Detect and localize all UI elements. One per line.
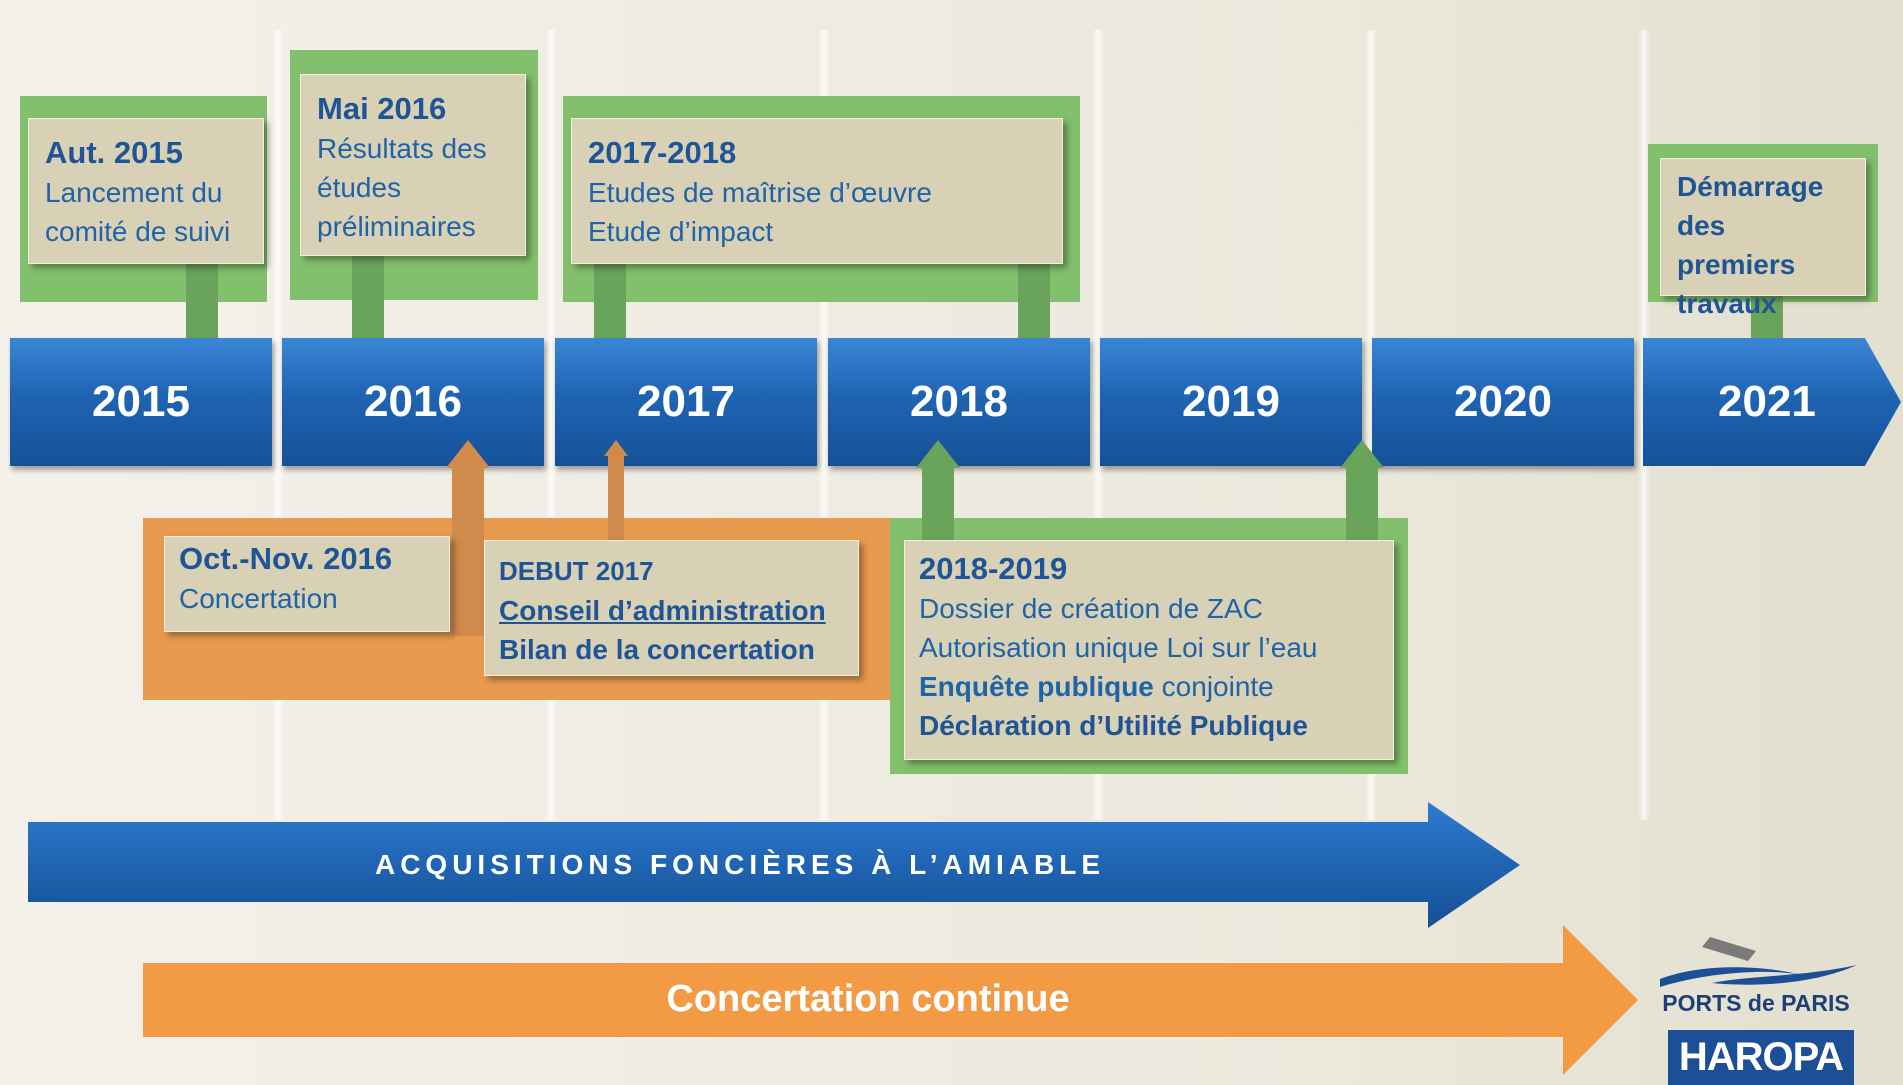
year-2019: 2019	[1100, 338, 1362, 466]
ports-de-paris-logo	[1660, 937, 1857, 987]
milestone-date: 2017-2018	[588, 135, 737, 170]
milestone-box: 2018-2019 Dossier de création de ZAC Aut…	[904, 540, 1394, 760]
milestone-box: Oct.-Nov. 2016 Concertation	[164, 536, 450, 632]
conseil-administration-link[interactable]: Conseil d’administration	[499, 595, 826, 626]
milestone-text: comité de suivi	[45, 216, 231, 247]
milestone-box: Mai 2016 Résultats des études préliminai…	[300, 74, 526, 256]
milestone-box: 2017-2018 Etudes de maîtrise d’œuvre Etu…	[571, 118, 1063, 264]
milestone-text: travaux	[1677, 288, 1777, 319]
enquete-rest: conjointe	[1153, 671, 1274, 702]
milestone-text: Autorisation unique Loi sur l’eau	[919, 632, 1318, 663]
year-2021: 2021	[1643, 338, 1901, 466]
milestone-text: Enquête publique conjointe	[919, 667, 1379, 706]
milestone-text: Démarrage	[1677, 171, 1824, 202]
milestone-text: Concertation	[179, 583, 338, 614]
acquisitions-label: ACQUISITIONS FONCIÈRES À L’AMIABLE	[374, 849, 1106, 880]
year-2017: 2017	[555, 338, 817, 466]
milestone-date: DEBUT 2017	[499, 556, 654, 586]
year-2015: 2015	[10, 338, 272, 466]
milestone-text: Etudes de maîtrise d’œuvre	[588, 177, 932, 208]
year-2020: 2020	[1372, 338, 1634, 466]
logo-text: PORTS de PARIS	[1662, 990, 1850, 1016]
milestone-text: Dossier de création de ZAC	[919, 593, 1263, 624]
milestone-date: Oct.-Nov. 2016	[179, 541, 393, 576]
milestone-box: DEBUT 2017 Conseil d’administration Bila…	[484, 540, 859, 676]
concertation-label: Concertation continue	[666, 978, 1070, 1020]
logo-wordmark: HAROPA	[1668, 1030, 1854, 1085]
milestone-text: Déclaration d’Utilité Publique	[919, 710, 1308, 741]
connector-stem	[604, 440, 628, 544]
milestone-box: Aut. 2015 Lancement du comité de suivi	[28, 118, 264, 264]
milestone-date: Aut. 2015	[45, 135, 183, 170]
milestone-text: études	[317, 172, 402, 203]
milestone-box: Démarrage des premiers travaux	[1660, 158, 1866, 319]
enquete-bold: Enquête publique	[919, 671, 1154, 702]
acquisitions-arrow	[28, 802, 1520, 928]
milestone-text: des premiers	[1677, 210, 1796, 280]
milestone-text: Résultats des	[317, 133, 487, 164]
year-2016: 2016	[282, 338, 544, 466]
milestone-text: Bilan de la concertation	[499, 634, 815, 665]
milestone-date: Mai 2016	[317, 91, 447, 126]
milestone-text: Lancement du	[45, 177, 223, 208]
connector-stem	[1012, 250, 1056, 366]
milestone-text: Etude d’impact	[588, 216, 774, 247]
concertation-arrow	[143, 925, 1638, 1075]
connector-stem	[1340, 440, 1384, 540]
milestone-text: préliminaires	[317, 211, 476, 242]
connector-stem	[588, 250, 632, 366]
connector-stem	[916, 440, 960, 540]
connector-stem	[346, 250, 390, 366]
milestone-date: 2018-2019	[919, 551, 1068, 586]
year-2018: 2018	[828, 338, 1090, 466]
connector-stem	[446, 440, 490, 636]
